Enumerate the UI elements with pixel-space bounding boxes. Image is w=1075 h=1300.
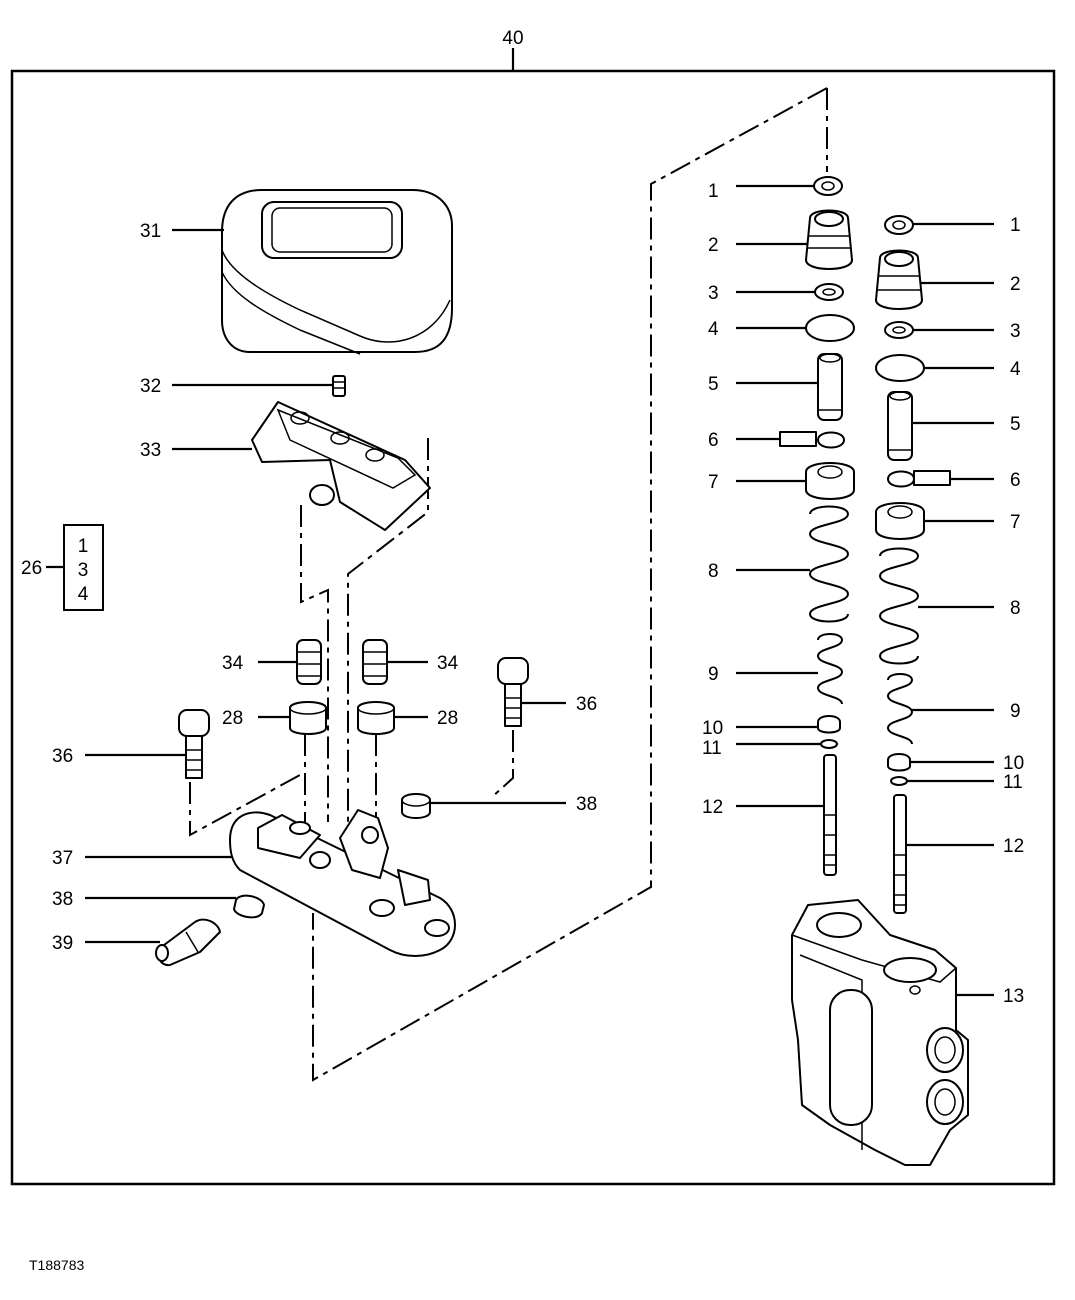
callout-9-right: 9: [1010, 701, 1021, 722]
retainer-part-7-right: [875, 502, 925, 540]
callout-2-right: 2: [1010, 274, 1021, 295]
callout-31: 31: [140, 221, 161, 242]
callout-33: 33: [140, 440, 161, 461]
plug-part-34-right: [362, 639, 388, 685]
boot-part-31: [221, 189, 453, 355]
plug-part-34-left: [296, 639, 322, 685]
clip-part-11-left: [820, 739, 838, 749]
oring-part-4-right: [875, 354, 925, 382]
callout-6-right: 6: [1010, 470, 1021, 491]
spring-part-9-left: [816, 633, 844, 705]
pin-part-38-upper: [401, 793, 431, 819]
callout-34-right: 34: [437, 653, 459, 674]
pin-part-38-lower: [233, 894, 265, 919]
plate-to-base-centerline: [300, 438, 429, 822]
callout-11-right: 11: [1003, 772, 1023, 793]
spring-part-8-left: [808, 505, 850, 623]
plug-part-2-right: [875, 249, 923, 310]
callout-38-lower: 38: [52, 889, 73, 910]
callout-5-left: 5: [708, 374, 719, 395]
callout-2-left: 2: [708, 235, 719, 256]
clip-part-11-right: [890, 776, 908, 786]
callout-36-right: 36: [576, 694, 597, 715]
seal-part-3-left: [814, 283, 844, 301]
callout-4-right: 4: [1010, 359, 1021, 380]
callout-34-left: 34: [222, 653, 244, 674]
callout-9-left: 9: [708, 664, 719, 685]
callout-37: 37: [52, 848, 73, 869]
spool-part-12-left: [823, 754, 837, 876]
set-screw-part-32: [332, 375, 346, 397]
cap-screw-part-36-right: [497, 657, 529, 727]
shaft-part-39: [155, 918, 221, 967]
callout-11-left: 11: [702, 738, 722, 759]
callout-5-right: 5: [1010, 414, 1021, 435]
kit-box: [46, 524, 104, 611]
seat-part-10-left: [817, 715, 841, 734]
kit-item-3: 3: [78, 560, 89, 581]
bushing-part-28-left: [289, 701, 327, 735]
callout-3-left: 3: [708, 283, 719, 304]
callout-1-left: 1: [708, 181, 719, 202]
plate-part-33: [251, 401, 431, 531]
callout-8-left: 8: [708, 561, 719, 582]
kit-item-1: 1: [78, 536, 89, 557]
spring-part-9-right: [886, 673, 914, 745]
assembly-frame: [10, 69, 1056, 1186]
callout-12-right: 12: [1003, 836, 1024, 857]
ring-part-6-left: [779, 431, 845, 449]
seat-part-10-right: [887, 753, 911, 772]
callout-1-right: 1: [1010, 215, 1021, 236]
cap-screw-part-36-left: [178, 709, 210, 779]
assembly-centerline: [312, 87, 828, 1082]
plug-part-2-left: [805, 209, 853, 270]
callout-7-right: 7: [1010, 512, 1021, 533]
callout-7-left: 7: [708, 472, 719, 493]
retainer-part-7-left: [805, 462, 855, 500]
callout-38-upper: 38: [576, 794, 597, 815]
callout-36-left: 36: [52, 746, 73, 767]
callout-32: 32: [140, 376, 161, 397]
washer-part-1-right: [884, 215, 914, 235]
callout-8-right: 8: [1010, 598, 1021, 619]
valve-body-part-13: [791, 899, 969, 1166]
ring-part-6-right: [887, 470, 951, 488]
bushing-part-28-right: [357, 701, 395, 735]
sleeve-part-5-right: [887, 391, 913, 461]
callout-40: 40: [502, 28, 523, 49]
kit-item-4: 4: [78, 584, 89, 605]
oring-part-4-left: [805, 314, 855, 342]
seal-part-3-right: [884, 321, 914, 339]
washer-part-1-left: [813, 176, 843, 196]
spool-part-12-right: [893, 794, 907, 914]
base-part-37: [229, 809, 456, 957]
callout-26: 26: [21, 558, 42, 579]
callout-28-left: 28: [222, 708, 243, 729]
sleeve-part-5-left: [817, 353, 843, 421]
callout-6-left: 6: [708, 430, 719, 451]
figure-id: T188783: [29, 1257, 84, 1273]
callout-39: 39: [52, 933, 73, 954]
callout-3-right: 3: [1010, 321, 1021, 342]
callout-13: 13: [1003, 986, 1024, 1007]
callout-12-left: 12: [702, 797, 723, 818]
spring-part-8-right: [878, 547, 920, 665]
callout-10-left: 10: [702, 718, 723, 739]
callout-4-left: 4: [708, 319, 719, 340]
callout-10-right: 10: [1003, 753, 1024, 774]
callout-28-right: 28: [437, 708, 458, 729]
